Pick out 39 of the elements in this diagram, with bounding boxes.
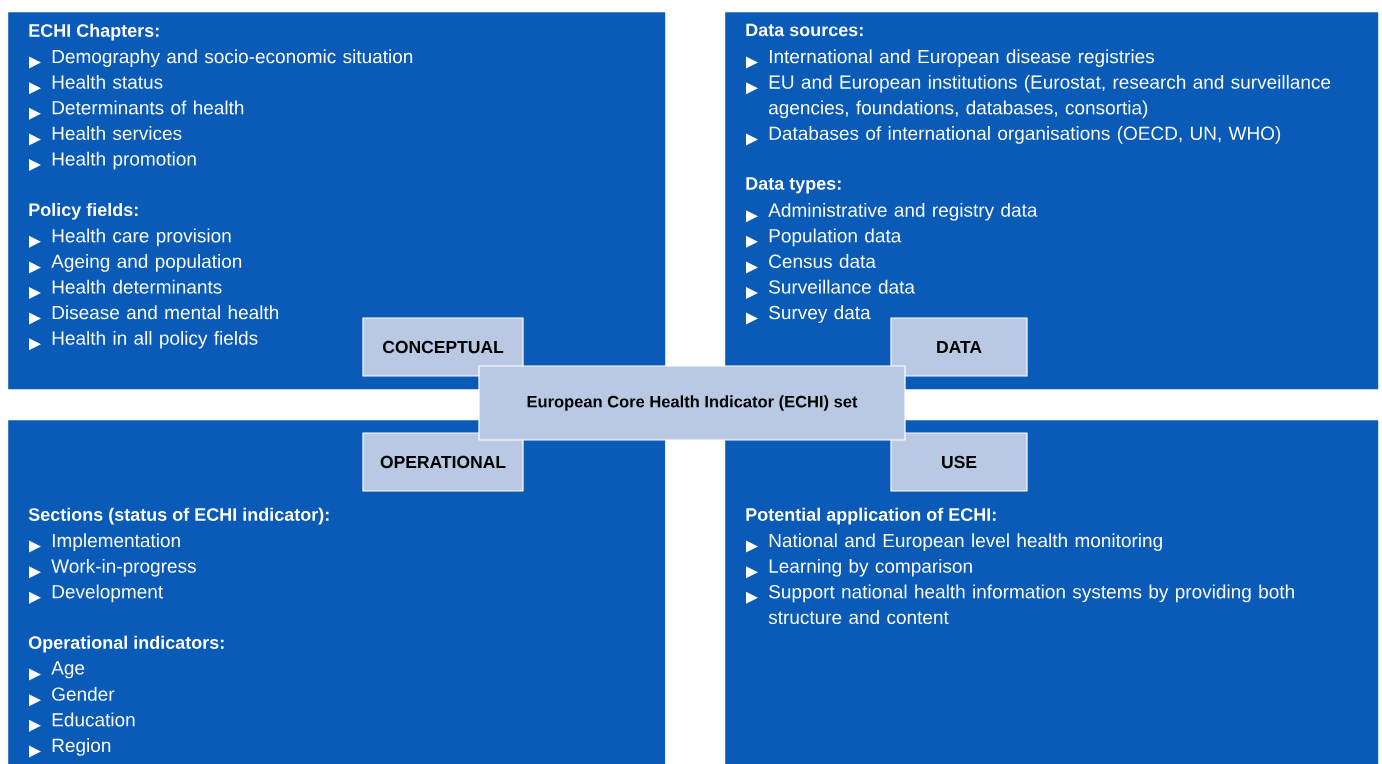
list-item: Work-in-progress	[51, 558, 196, 577]
category-label-box: OPERATIONAL	[362, 432, 524, 492]
section-heading: Data types:	[746, 177, 841, 194]
list-item: Databases of international organisations (OECD, UN, WHO)	[769, 126, 1281, 144]
list-item: Demography and socio-economic situation	[52, 49, 413, 67]
list-item: Age	[51, 661, 85, 679]
list-item: Health promotion	[52, 151, 196, 170]
list-item: EU and European institutions (Eurostat, research and surveillance agencies, foundations, databases, consortia)	[769, 74, 1331, 119]
list-item: Support national health information systems by providing both structure and content	[768, 584, 1294, 625]
category-label-box: USE	[890, 432, 1028, 492]
section-heading: Potential application of ECHI:	[746, 507, 996, 525]
list-item: Region	[52, 738, 111, 756]
list-item: Census data	[769, 254, 876, 269]
category-label-box: CONCEPTUAL	[362, 317, 524, 377]
section-heading: Data sources:	[746, 23, 863, 37]
list-item: Health services	[52, 126, 182, 141]
list-item: Education	[52, 712, 135, 727]
list-item: International and European disease registries	[769, 49, 1154, 67]
list-item: Implementation	[52, 533, 180, 551]
list-item: National and European level health monitoring	[769, 533, 1162, 551]
list-item: Health care provision	[52, 228, 231, 247]
list-item: Surveillance data	[769, 279, 915, 294]
list-item: Survey data	[769, 305, 871, 323]
section-heading: Policy fields:	[29, 202, 138, 220]
list-item: Gender	[52, 686, 115, 701]
section-heading: Operational indicators:	[28, 635, 224, 653]
list-item: Health in all policy fields	[52, 330, 258, 349]
list-item: Determinants of health	[52, 100, 244, 115]
list-item: Administrative and registry data	[768, 202, 1038, 221]
list-item: Health status	[52, 74, 163, 89]
list-item: Learning by comparison	[769, 558, 972, 577]
list-item: Health determinants	[52, 279, 222, 294]
list-item: Development	[52, 584, 163, 603]
list-item: Disease and mental health	[52, 305, 279, 320]
list-item: Population data	[769, 228, 902, 247]
category-label-box: DATA	[890, 317, 1028, 377]
list-item: Ageing and population	[51, 254, 242, 272]
section-heading: Sections (status of ECHI indicator):	[28, 507, 329, 525]
section-heading: ECHI Chapters:	[29, 23, 159, 41]
